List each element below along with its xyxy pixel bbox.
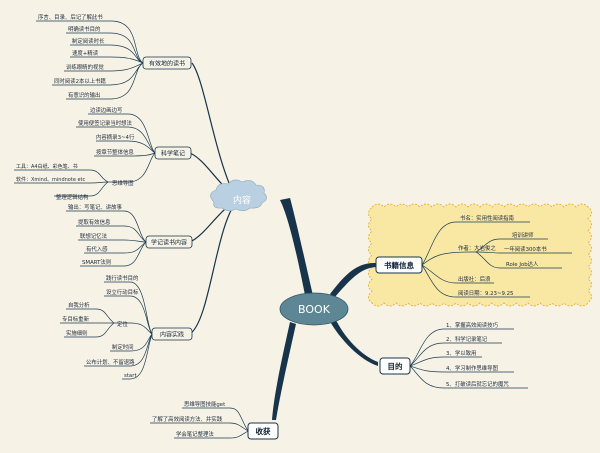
- info-node[interactable]: [375, 256, 423, 274]
- leaf-text: 有代入感: [86, 245, 108, 253]
- goal-item: 3、学以致用: [446, 349, 476, 357]
- leaf-text: 内容摘录3~4行: [96, 133, 135, 141]
- harvest-item: 了解了高效阅读方法、并实践: [152, 415, 223, 423]
- leaf-text: start: [124, 373, 137, 379]
- leaf-text: 训练眼睛的视觉: [66, 63, 104, 71]
- goal-item: 1、掌握高效阅读技巧: [446, 321, 499, 329]
- goal-item: 4、学习制作思维导图: [446, 364, 498, 372]
- leaf-text: 按章节整体信息: [96, 148, 134, 156]
- leaf-text: 实施细则: [66, 329, 88, 337]
- goal-item: 2、科学记录笔记: [446, 335, 488, 343]
- harvest-item: 思维导图技能get: [184, 400, 225, 408]
- leaf-text: 提取有效信息: [78, 218, 111, 226]
- leaf-text: 专目标重新: [62, 315, 90, 323]
- info-node-label: 书籍信息: [384, 260, 414, 270]
- leaf-text: 序言、目录、后记了解此书: [38, 13, 103, 21]
- leaf-text: 工具：A4白纸、彩色笔、书: [16, 163, 78, 170]
- leaf-text: 速度+精读: [72, 49, 99, 57]
- info-author-item: 培训讲师: [512, 231, 534, 239]
- branch-label-scientific-notes: 科学笔记: [161, 150, 185, 158]
- leaf-text: 践行读书目的: [106, 274, 138, 282]
- leaf-mindmap-label: 思维导图: [112, 179, 134, 187]
- harvest-node-label: 收获: [256, 426, 271, 436]
- branch-label-practice: 内容实践: [160, 331, 184, 339]
- leaf-text: 整理逻辑结构: [56, 193, 89, 201]
- leaf-text: 制定阅读时长: [72, 37, 105, 45]
- goal-item: 5、打破读后就忘记的魔咒: [446, 380, 509, 388]
- goal-node-label: 目的: [388, 361, 403, 371]
- leaf-text: 软件：Xmind、mindnote etc: [16, 176, 86, 183]
- leaf-text: 使用便签记录当时想法: [78, 119, 133, 127]
- leaf-text: 明确读书目的: [68, 25, 100, 33]
- leaf-text: 边读边画边写: [90, 106, 122, 114]
- info-dates: 阅读日期：9.23~9.25: [458, 289, 513, 297]
- leaf-text: 同时阅读2本以上书籍: [54, 77, 107, 85]
- leaf-text: SMART法则: [82, 258, 111, 266]
- branch-node-remember-content[interactable]: [145, 235, 193, 249]
- root-node-shape[interactable]: [279, 292, 349, 326]
- leaf-text: 自我分析: [68, 301, 90, 309]
- content-node-label: 内容: [233, 194, 251, 206]
- branch-node-practice[interactable]: [151, 327, 193, 341]
- info-author: 作者：大岩俊之: [458, 244, 496, 252]
- leaf-text: 设立行动目标: [106, 288, 139, 296]
- content-cloud-node[interactable]: [210, 179, 267, 212]
- branch-label-remember-content: 学记读书内容: [151, 239, 187, 247]
- leaf-lines: [14, 20, 572, 439]
- root-node-label: BOOK: [298, 303, 331, 316]
- leaf-text: 输出：写笔记、讲故事: [68, 203, 123, 211]
- info-author-item: Role Job达人: [506, 260, 539, 268]
- harvest-item: 学会笔记整理法: [176, 430, 214, 438]
- leaf-text: 联想记忆法: [80, 232, 108, 240]
- leaf-position-label: 定位: [117, 320, 128, 328]
- info-author-item: 一年阅读300本书: [504, 245, 547, 253]
- harvest-node[interactable]: [247, 422, 279, 440]
- leaf-text: 有意识的输出: [68, 91, 100, 99]
- branch-node-effective-reading[interactable]: [142, 56, 192, 70]
- trunk-lines: [272, 198, 378, 420]
- leaf-text: 公布计划、不留退路: [86, 358, 135, 366]
- info-title: 书名：实用性阅读指南: [460, 214, 515, 222]
- branch-node-scientific-notes[interactable]: [154, 146, 192, 160]
- info-publisher: 出版社：后浪: [458, 275, 491, 283]
- branch-label-effective-reading: 有效地的读书: [149, 60, 185, 68]
- goal-node[interactable]: [379, 357, 411, 375]
- leaf-text: 制定时间: [112, 343, 134, 351]
